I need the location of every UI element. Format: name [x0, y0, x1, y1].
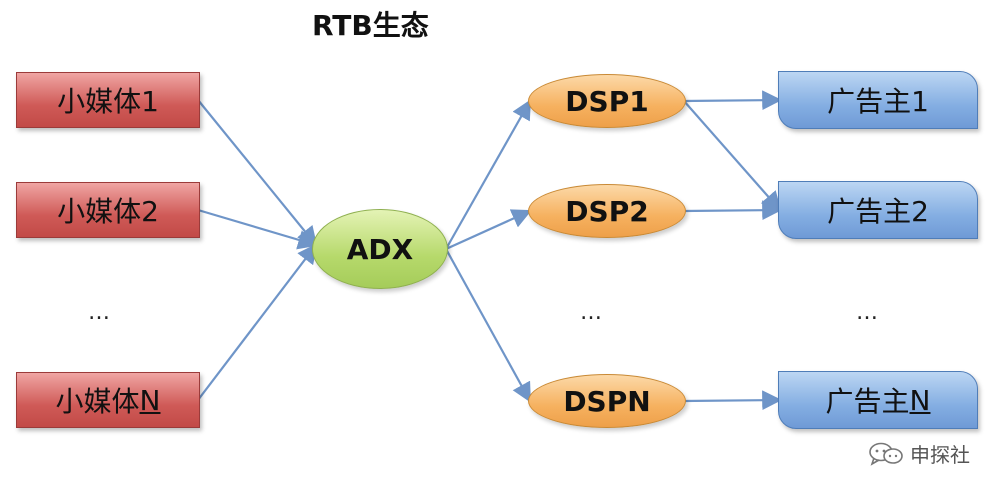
diagram-title: RTB生态: [312, 9, 429, 42]
dsp-node-1: DSP1: [528, 74, 686, 128]
dsp-ellipsis: …: [580, 300, 604, 325]
media-label-1: 小媒体1: [57, 85, 159, 118]
arrow-media-n-to-adx: [197, 243, 318, 401]
advertiser-node-1: 广告主1: [778, 71, 978, 129]
arrow-dsp-1-to-advertiser-2: [683, 100, 782, 212]
arrow-dsp-1-to-advertiser-1: [683, 90, 782, 111]
watermark-text: 申探社: [910, 443, 970, 467]
advertiser-label-1: 广告主1: [827, 85, 929, 118]
advertiser-label-n-suffix: N: [909, 383, 931, 417]
media-label-2: 小媒体2: [57, 195, 159, 228]
dsp-label-n: DSPN: [563, 384, 651, 418]
media-label-n: 小媒体: [55, 385, 140, 418]
adx-label: ADX: [346, 232, 414, 266]
dsp-label-2: DSP2: [565, 194, 649, 228]
dsp-node-n: DSPN: [528, 374, 686, 428]
media-node-2: 小媒体2: [16, 182, 200, 238]
arrow-adx-to-dsp-2: [445, 209, 532, 251]
arrow-media-2-to-adx: [197, 208, 318, 250]
media-label-n-suffix: N: [139, 383, 161, 417]
adx-node: ADX: [312, 209, 448, 289]
arrow-adx-to-dsp-1: [445, 99, 531, 250]
advertiser-label-2: 广告主2: [827, 195, 929, 228]
media-ellipsis: …: [88, 300, 112, 325]
advertiser-ellipsis: …: [856, 300, 880, 325]
watermark: 申探社: [868, 439, 970, 468]
chat-bubbles-icon: [869, 442, 903, 466]
arrow-adx-to-dsp-n: [445, 248, 531, 403]
media-node-1: 小媒体1: [16, 72, 200, 128]
arrow-dsp-n-to-advertiser-n: [683, 390, 782, 411]
advertiser-node-2: 广告主2: [778, 181, 978, 239]
arrow-media-1-to-adx: [197, 99, 318, 247]
arrow-dsp-2-to-advertiser-2: [683, 200, 782, 221]
advertiser-label-n: 广告主: [825, 385, 910, 418]
dsp-node-2: DSP2: [528, 184, 686, 238]
dsp-label-1: DSP1: [565, 84, 649, 118]
